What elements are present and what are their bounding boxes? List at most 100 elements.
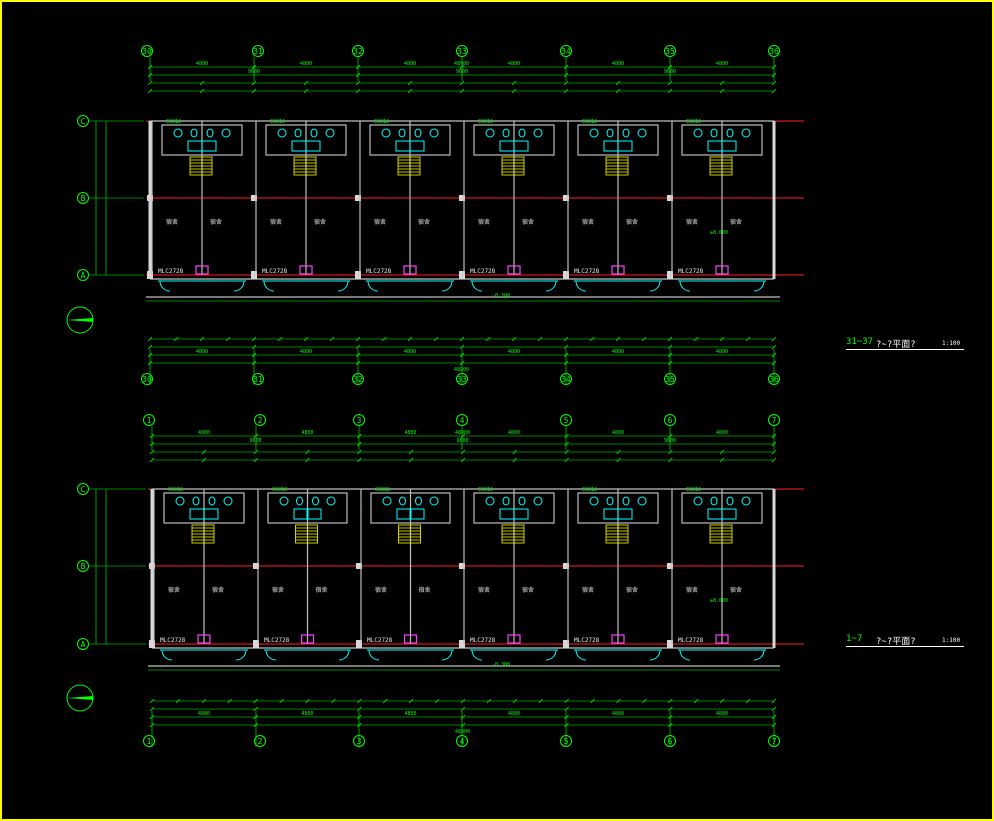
room-label: 宿舍 — [210, 218, 222, 226]
shower-tray — [513, 508, 529, 520]
washbasin — [173, 128, 183, 138]
toilet — [399, 496, 406, 506]
bathroom-block — [369, 124, 451, 156]
dimension-tick — [355, 64, 361, 70]
room-label: 宿舍 — [270, 218, 282, 226]
dimension-tick — [357, 722, 362, 728]
washbasin — [429, 496, 439, 506]
dimension-tick — [667, 352, 673, 358]
row-bubble — [77, 115, 89, 127]
dimension-text: 4800 — [716, 430, 728, 436]
dimension-tick — [434, 698, 440, 704]
door-swing — [235, 649, 247, 661]
shower-tray — [707, 140, 723, 152]
washbasin — [741, 128, 751, 138]
axis-bubble — [456, 45, 468, 57]
dimension-tick — [563, 64, 569, 70]
washbasin — [533, 496, 543, 506]
dimension-tick — [511, 336, 517, 342]
dimension-tick — [771, 714, 777, 720]
door-swing — [441, 280, 453, 292]
dimension-tick — [563, 72, 569, 78]
front-fixture — [507, 634, 521, 644]
toilet-tag: C0818 — [168, 487, 183, 493]
axis-label: 31 — [253, 47, 263, 56]
dimension-tick — [355, 80, 361, 86]
dimension-tick — [719, 449, 725, 455]
dimension-tick — [147, 88, 153, 94]
dimension-tick — [149, 449, 155, 455]
front-fixture — [403, 265, 417, 275]
north-arrow-needle — [67, 318, 93, 322]
shower-tray — [499, 140, 515, 152]
row-bubble — [77, 560, 89, 572]
top-plan-title-underline — [846, 349, 964, 350]
dimension-tick — [147, 360, 153, 366]
room-label: 宿舍 — [522, 218, 534, 226]
axis-bubble — [664, 45, 676, 57]
dimension-text: 4800 — [716, 711, 728, 717]
door-swing — [679, 649, 691, 661]
column — [667, 271, 673, 279]
shower-tray — [603, 140, 619, 152]
door-swing — [545, 649, 557, 661]
axis-label: 7 — [772, 416, 777, 425]
door-swing — [233, 280, 245, 292]
dimension-text: 9600 — [248, 69, 260, 75]
column — [459, 271, 465, 279]
dimension-tick — [253, 449, 258, 455]
window-tag: MLC2728 — [470, 268, 496, 275]
bottom-plan-title-axis: 1~7 — [846, 634, 863, 644]
toilet — [310, 128, 318, 138]
column — [147, 195, 153, 201]
dimension-text: 4800 — [612, 711, 624, 717]
dimension-tick — [616, 449, 621, 455]
dimension-tick — [305, 449, 310, 455]
dimension-tick — [355, 72, 361, 78]
overall-dimension-text: 48900 — [455, 729, 470, 735]
window-tag: MLC2728 — [264, 637, 290, 644]
toilet-tag: C0818 — [686, 487, 701, 493]
toilet-tag: C0818 — [374, 119, 389, 125]
room-label: 宿舍 — [686, 586, 698, 594]
dimension-tick — [199, 88, 205, 94]
toilet-tag: C0818 — [686, 119, 701, 125]
window-tag: MLC2728 — [262, 268, 288, 275]
row-bubble — [77, 483, 89, 495]
dimension-tick — [355, 88, 361, 94]
dimension-tick — [355, 352, 361, 358]
room-label: 宿舍 — [166, 218, 178, 226]
toilet — [415, 496, 422, 506]
dimension-tick — [277, 336, 283, 342]
dimension-tick — [357, 433, 362, 439]
dimension-tick — [564, 706, 569, 712]
dimension-tick — [563, 80, 569, 86]
dimension-tick — [305, 698, 310, 704]
toilet — [208, 496, 216, 506]
toilet — [710, 128, 718, 138]
toilet-tag: C0818 — [478, 119, 493, 125]
dimension-tick — [771, 88, 777, 94]
washbasin — [589, 128, 599, 138]
column — [667, 195, 673, 201]
dimension-tick — [563, 88, 569, 94]
dimension-tick — [149, 457, 155, 463]
room-label: 宿舍 — [478, 586, 490, 594]
dimension-tick — [589, 336, 595, 342]
dimension-text: 4800 — [612, 61, 624, 67]
dimension-tick — [149, 441, 155, 447]
bathroom-block — [681, 492, 763, 524]
axis-label: 3 — [357, 416, 362, 425]
room-label: 宿舍 — [582, 586, 594, 594]
dimension-tick — [486, 698, 492, 704]
dimension-tick — [253, 698, 258, 704]
dimension-text: 4800 — [716, 61, 728, 67]
column — [253, 640, 259, 648]
dimension-tick — [201, 449, 207, 455]
axis-label: 2 — [258, 737, 263, 746]
shower-tray — [396, 508, 412, 520]
row-label: A — [81, 640, 86, 649]
front-fixture — [715, 265, 729, 275]
dimension-tick — [719, 457, 725, 463]
front-fixture — [299, 265, 313, 275]
